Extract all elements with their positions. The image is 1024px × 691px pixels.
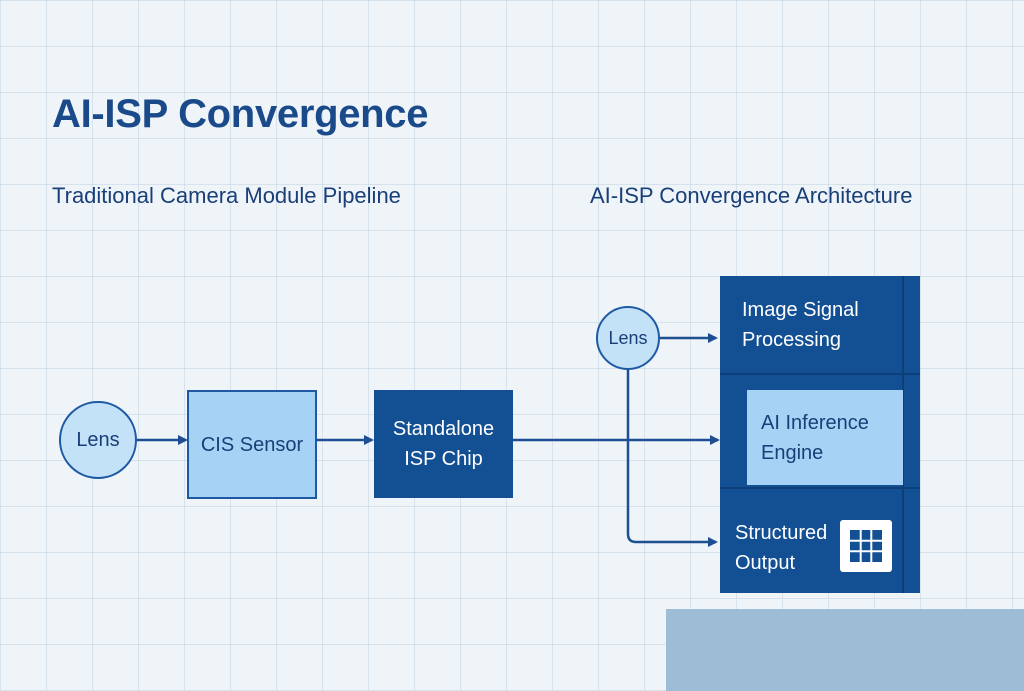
image-signal-line1: Image Signal	[742, 299, 859, 321]
structured-output-label: Structured Output	[735, 504, 845, 592]
standalone-isp-line1: Standalone	[392, 418, 495, 440]
standalone-isp-line2: ISP Chip	[404, 448, 483, 470]
right-lens-node	[596, 306, 660, 370]
right-lens-text: Lens	[608, 328, 648, 348]
ai-inference-label: AI Inference Engine	[761, 390, 901, 485]
standalone-isp-node	[374, 390, 513, 498]
left-lens-label: Lens	[60, 402, 136, 478]
ai-inference-line2: Engine	[761, 441, 824, 464]
cis-sensor-text: CIS Sensor	[200, 433, 304, 456]
right-lens-label: Lens	[597, 307, 659, 369]
image-signal-label: Image Signal Processing	[742, 278, 900, 372]
structured-output-line1: Structured	[735, 522, 828, 544]
ai-inference-line1: AI Inference	[761, 411, 869, 434]
left-section-heading: Traditional Camera Module Pipeline	[52, 183, 401, 208]
left-lens-text: Lens	[76, 429, 120, 451]
structured-output-line2: Output	[735, 552, 796, 574]
cis-sensor-label: CIS Sensor	[188, 391, 316, 498]
arrow-lens-to-structured-output	[626, 366, 718, 547]
ai-inference-node	[747, 390, 903, 485]
corner-decoration-block	[666, 609, 1024, 691]
grid-icon	[840, 520, 892, 572]
left-lens-node	[59, 401, 137, 479]
diagram-title: AI-ISP Convergence	[52, 92, 429, 136]
right-section-heading: AI-ISP Convergence Architecture	[590, 183, 913, 208]
image-signal-line2: Processing	[742, 329, 841, 351]
cis-sensor-node	[187, 390, 317, 499]
standalone-isp-label: Standalone ISP Chip	[374, 390, 513, 498]
